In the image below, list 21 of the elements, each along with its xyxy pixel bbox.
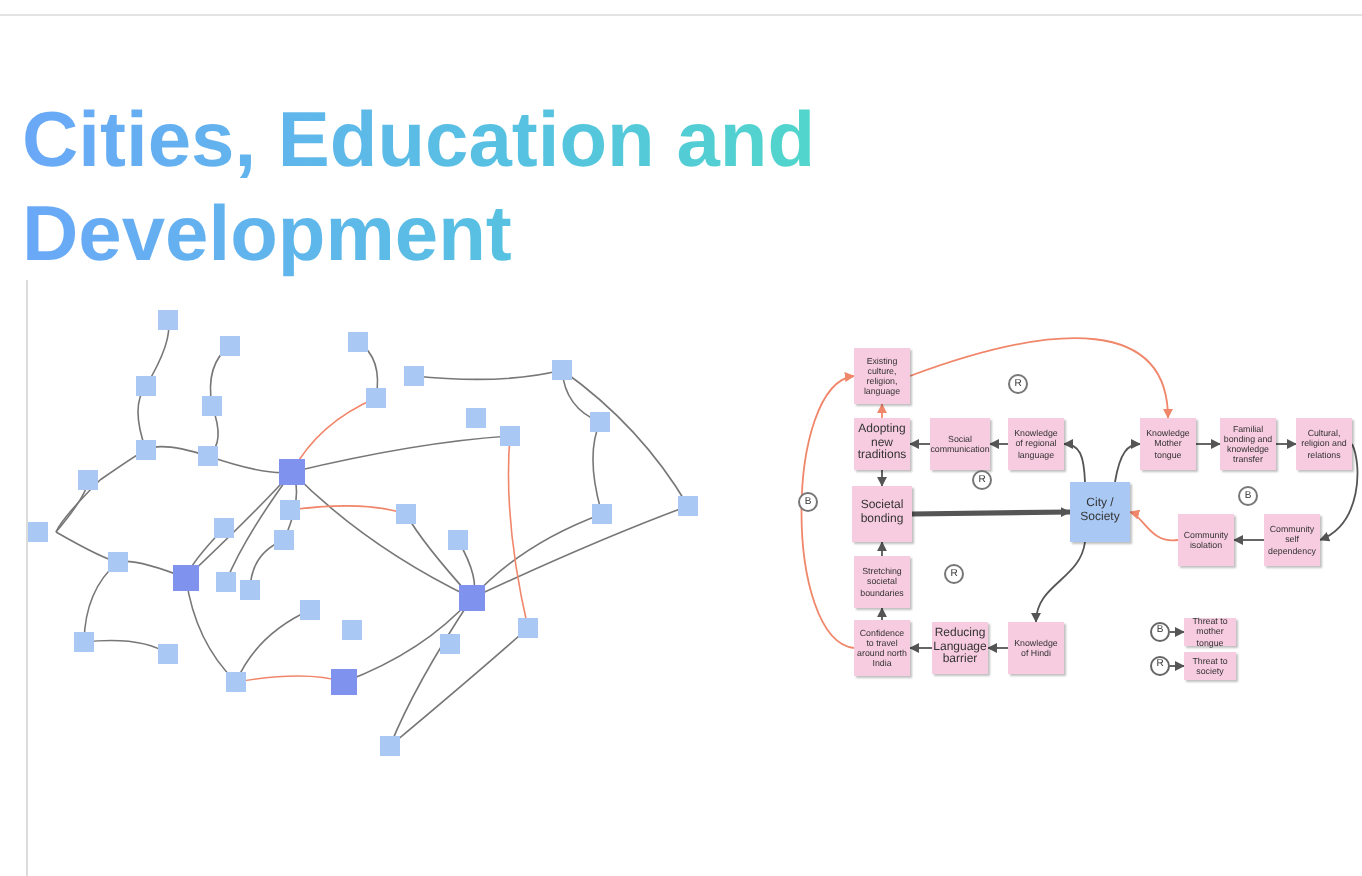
arrow [800,375,855,649]
arrow [987,643,1009,653]
arrow [1169,661,1185,671]
arrow [989,439,1009,449]
arrow [911,507,1071,518]
arrow [877,541,887,557]
arrow [1129,511,1179,542]
arrow [1114,439,1141,483]
arrow [909,439,931,449]
arrow [877,403,887,419]
arrow [909,643,933,653]
arrow [1031,541,1086,623]
arrow [1275,439,1297,449]
arrow [1063,439,1086,483]
arrow [1195,439,1221,449]
arrow [1169,627,1185,637]
arrow [1233,535,1265,545]
arrow [909,337,1173,419]
arrow [1319,443,1359,541]
arrow [877,469,887,487]
arrow [877,607,887,621]
